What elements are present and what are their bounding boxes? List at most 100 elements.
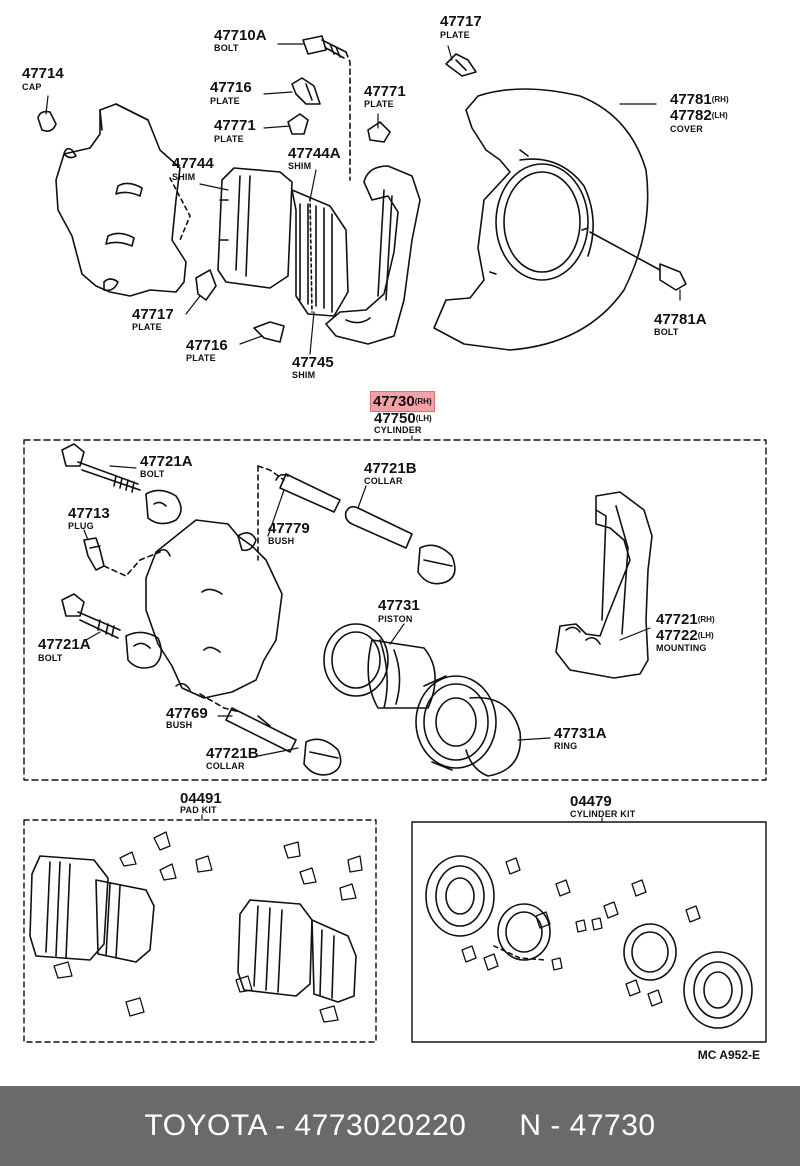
piston-47731-drawing — [367, 639, 436, 709]
part-number: 47717 — [440, 13, 482, 30]
footer-part-info: TOYOTA - 4773020220 N - 47730 — [144, 1109, 656, 1142]
side-suffix: (LH) — [415, 414, 432, 423]
label-47722: 47722(LH) — [656, 628, 714, 643]
footer-bar: TOYOTA - 4773020220 N - 47730 — [0, 1086, 800, 1166]
name-bolt: BOLT — [140, 469, 165, 479]
part-number: 47716 — [210, 79, 252, 96]
piston-boot-drawing — [415, 675, 497, 771]
part-number: 47721B — [206, 745, 259, 762]
label-47745: 47745 — [292, 355, 334, 370]
name-collar: COLLAR — [364, 476, 403, 486]
label-47713: 47713 — [68, 506, 110, 521]
exploded-view-drawing — [23, 35, 767, 1043]
label-47714: 47714 — [22, 66, 64, 81]
label-04479: 04479 — [570, 794, 612, 809]
label-47771b: 47771 — [364, 84, 406, 99]
part-number: 47731A — [554, 725, 607, 742]
bolt-47710a-drawing — [302, 35, 351, 181]
label-47716: 47716 — [210, 80, 252, 95]
part-number: 47721A — [140, 453, 193, 470]
side-suffix: (RH) — [414, 397, 432, 406]
label-47716b: 47716 — [186, 338, 228, 353]
label-04491: 04491 — [180, 791, 222, 806]
cylinder-kit-drawing — [425, 855, 753, 1029]
part-number: 47782 — [670, 107, 712, 124]
name-ring: RING — [554, 741, 578, 751]
part-number: 47731 — [378, 597, 420, 614]
side-suffix: (RH) — [711, 95, 729, 104]
brake-pad-set-drawing — [217, 167, 349, 317]
part-number: 47771 — [214, 117, 256, 134]
part-number: 47721B — [364, 460, 417, 477]
part-number: 04491 — [180, 790, 222, 807]
ring-47731a-drawing — [465, 696, 522, 777]
name-collar: COLLAR — [206, 761, 245, 771]
name-cap: CAP — [22, 82, 42, 92]
collar-47721b-drawing — [275, 473, 341, 513]
name-bolt: BOLT — [654, 327, 679, 337]
label-47730: 47730(RH) — [370, 391, 435, 412]
bushing-47779-drawing — [145, 489, 182, 525]
label-47721b-lower: 47721B — [206, 746, 259, 761]
name-plate: PLATE — [132, 322, 162, 332]
label-47769: 47769 — [166, 706, 208, 721]
name-mounting: MOUNTING — [656, 643, 707, 653]
label-47710a: 47710A — [214, 28, 267, 43]
bolt-47781a-drawing — [589, 231, 687, 291]
side-suffix: (LH) — [697, 631, 714, 640]
label-47717b: 47717 — [132, 307, 174, 322]
name-shim: SHIM — [292, 370, 316, 380]
plate-47771b-drawing — [367, 121, 391, 143]
label-47721: 47721(RH) — [656, 612, 715, 627]
caliper-body-drawing — [55, 103, 191, 297]
part-number: 47781A — [654, 311, 707, 328]
part-number: 47710A — [214, 27, 267, 44]
part-number: 47716 — [186, 337, 228, 354]
label-47744a: 47744A — [288, 146, 341, 161]
collar-drawing — [344, 505, 413, 549]
name-plate: PLATE — [186, 353, 216, 363]
name-bush: BUSH — [166, 720, 193, 730]
side-suffix: (LH) — [711, 111, 728, 120]
name-plate: PLATE — [214, 134, 244, 144]
part-number: 04479 — [570, 793, 612, 810]
part-number: 47750 — [374, 410, 416, 427]
part-number: 47721 — [656, 611, 698, 628]
diagram-reference: MC A952-E — [697, 1048, 760, 1062]
part-number: 47769 — [166, 705, 208, 722]
label-47744: 47744 — [172, 156, 214, 171]
dust-cover-drawing — [433, 88, 649, 351]
part-number: 47744 — [172, 155, 214, 172]
plate-47716b-drawing — [253, 321, 285, 343]
label-47781a: 47781A — [654, 312, 707, 327]
mounting-47721-drawing — [555, 491, 653, 679]
name-plate: PLATE — [210, 96, 240, 106]
side-suffix: (RH) — [697, 615, 715, 624]
label-47731a: 47731A — [554, 726, 607, 741]
cylinder-assembly-box — [23, 439, 767, 781]
part-number: 47717 — [132, 306, 174, 323]
name-cylinder-kit: CYLINDER KIT — [570, 809, 636, 819]
plate-47717-drawing — [445, 53, 477, 77]
part-number: 47745 — [292, 354, 334, 371]
name-cylinder: CYLINDER — [374, 425, 422, 435]
part-number: 47721A — [38, 636, 91, 653]
parts-diagram: 47710A BOLT 47717 PLATE 47714 CAP 47716 … — [22, 13, 767, 1062]
plug-47713-drawing — [83, 537, 105, 571]
plate-47771-drawing — [287, 113, 309, 135]
part-number: 47714 — [22, 65, 64, 82]
cap-47714-drawing — [37, 110, 57, 132]
name-bush: BUSH — [268, 536, 295, 546]
part-number: 47722 — [656, 627, 698, 644]
highlighted-part: 47730(RH) — [370, 391, 435, 412]
label-47781: 47781(RH) — [670, 92, 729, 107]
piston-seal-drawing — [323, 623, 389, 697]
name-pad-kit: PAD KIT — [180, 805, 217, 815]
part-number: 47744A — [288, 145, 341, 162]
name-plate: PLATE — [440, 30, 470, 40]
label-47721a-lower: 47721A — [38, 637, 91, 652]
label-47721b: 47721B — [364, 461, 417, 476]
name-plug: PLUG — [68, 521, 94, 531]
part-number: 47771 — [364, 83, 406, 100]
part-number: 47713 — [68, 505, 110, 522]
